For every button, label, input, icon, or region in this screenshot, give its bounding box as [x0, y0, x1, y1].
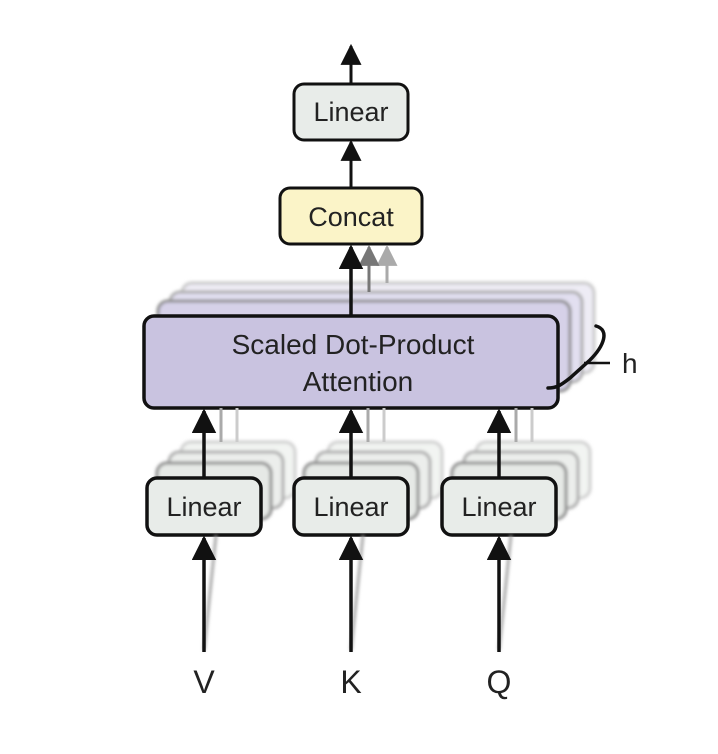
heads-bracket: h [546, 324, 638, 390]
input-q-label: Q [487, 664, 512, 700]
input-linear-q-label: Linear [461, 492, 536, 522]
output-linear-block: Linear [292, 82, 410, 142]
output-linear-label: Linear [313, 97, 388, 127]
attention-label-line2: Attention [303, 366, 414, 397]
scaled-dot-product-attention-block: Scaled Dot-Product Attention [142, 314, 560, 410]
input-ghost-fans [202, 534, 513, 651]
input-linear-q-block: Linear [440, 476, 558, 537]
input-v-label: V [193, 664, 215, 700]
heads-label: h [622, 348, 638, 379]
input-linear-k-label: Linear [313, 492, 388, 522]
input-linear-k-block: Linear [292, 476, 410, 537]
attention-label-line1: Scaled Dot-Product [232, 329, 475, 360]
concat-label: Concat [308, 202, 394, 232]
concat-block: Concat [278, 186, 424, 246]
input-k-label: K [340, 664, 361, 700]
input-linear-v-label: Linear [166, 492, 241, 522]
input-ghost-connectors [219, 408, 534, 442]
input-linear-v-block: Linear [145, 476, 263, 537]
